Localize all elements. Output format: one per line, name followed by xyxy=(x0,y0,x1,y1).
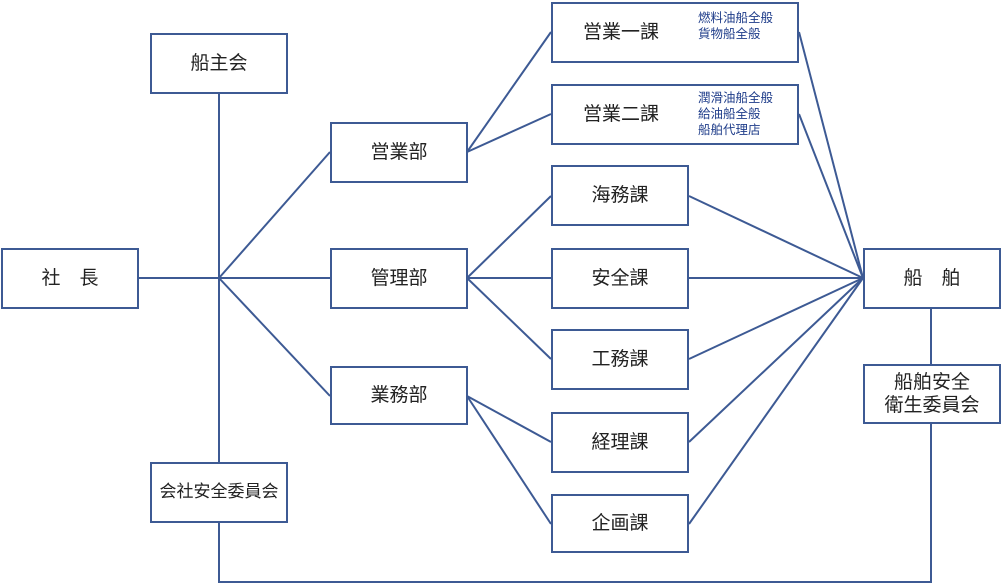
shipowners-assoc-label: 船主会 xyxy=(190,52,248,75)
note-line: 貨物船全般 xyxy=(698,26,761,41)
note-line: 燃料油船全般 xyxy=(698,10,774,25)
sales-dept-box: 営業部 xyxy=(330,122,468,183)
sales-section-2-label: 営業二課 xyxy=(583,103,660,126)
sales-section-1-label: 営業一課 xyxy=(583,21,660,44)
company-safety-committee-box: 会社安全委員会 xyxy=(150,462,288,523)
vessels-label: 船 舶 xyxy=(903,267,961,290)
president-label: 社 長 xyxy=(41,267,99,290)
vessel-committee-box: 船舶安全 衛生委員会 xyxy=(863,364,1001,424)
sales-section-2-box: 営業二課 潤滑油船全般 給油船全般 船舶代理店 xyxy=(551,84,799,145)
marine-section-box: 海務課 xyxy=(551,165,689,226)
president-box: 社 長 xyxy=(1,248,139,309)
sales-dept-label: 営業部 xyxy=(370,141,428,164)
company-safety-committee-label: 会社安全委員会 xyxy=(159,482,279,503)
sales-section-2-note: 潤滑油船全般 給油船全般 船舶代理店 xyxy=(698,90,773,138)
note-line: 船舶代理店 xyxy=(698,122,761,137)
planning-section-box: 企画課 xyxy=(551,494,689,553)
engineering-section-label: 工務課 xyxy=(591,348,649,371)
operations-dept-box: 業務部 xyxy=(330,366,468,425)
management-dept-box: 管理部 xyxy=(330,248,468,309)
note-line: 潤滑油船全般 xyxy=(698,90,774,105)
marine-section-label: 海務課 xyxy=(591,184,649,207)
vessel-committee-label-line1: 船舶安全 xyxy=(893,371,970,394)
accounting-section-box: 経理課 xyxy=(551,412,689,473)
note-line: 給油船全般 xyxy=(698,106,761,121)
operations-dept-label: 業務部 xyxy=(370,384,428,407)
vessel-committee-label-line2: 衛生委員会 xyxy=(884,394,980,416)
vessels-box: 船 舶 xyxy=(863,248,1001,309)
safety-section-box: 安全課 xyxy=(551,248,689,309)
accounting-section-label: 経理課 xyxy=(591,431,649,454)
safety-section-label: 安全課 xyxy=(591,267,649,290)
sales-section-1-box: 営業一課 燃料油船全般 貨物船全般 xyxy=(551,2,799,63)
shipowners-assoc-box: 船主会 xyxy=(150,33,288,94)
planning-section-label: 企画課 xyxy=(591,512,649,535)
engineering-section-box: 工務課 xyxy=(551,329,689,390)
sales-section-1-note: 燃料油船全般 貨物船全般 xyxy=(698,10,773,42)
management-dept-label: 管理部 xyxy=(370,267,428,290)
